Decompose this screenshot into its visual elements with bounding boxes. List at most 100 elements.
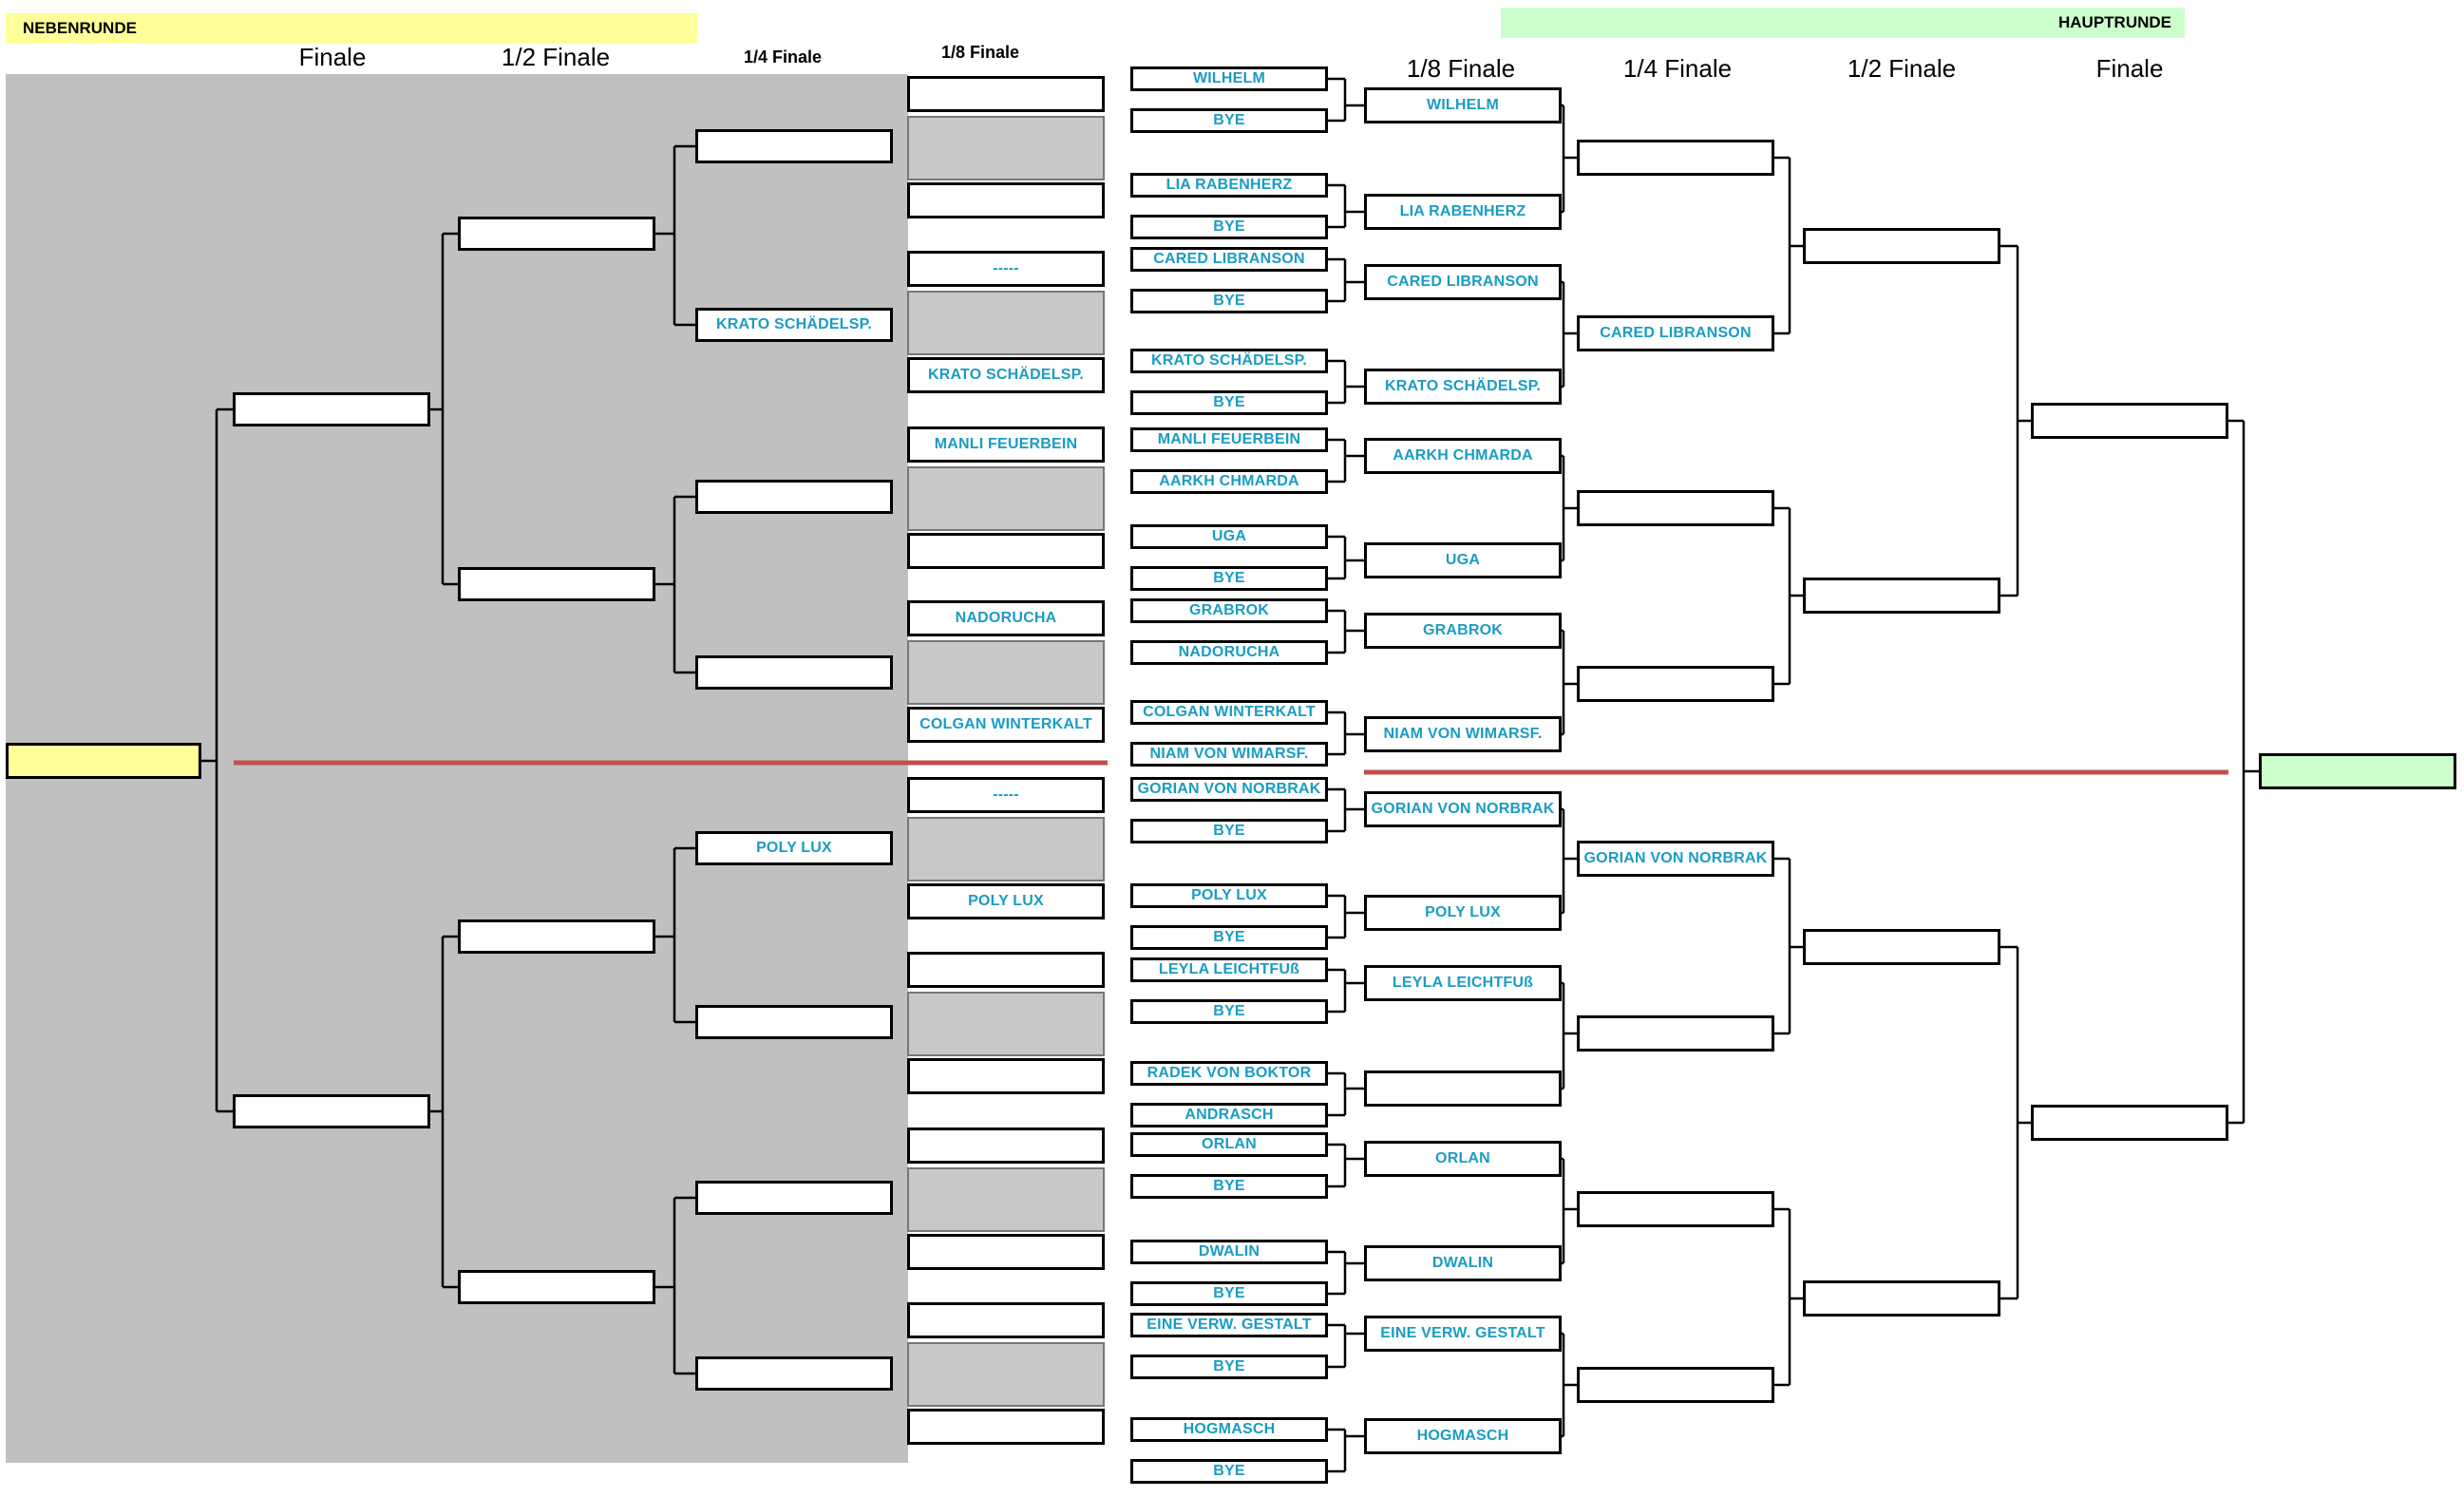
main-eighth-3: CARED LIBRANSON bbox=[1364, 264, 1562, 300]
main-eighth-3-text: CARED LIBRANSON bbox=[1387, 274, 1539, 290]
side-eighth-5-bottom-text: POLY LUX bbox=[968, 893, 1044, 909]
main-pair-14-bottom: BYE bbox=[1130, 1281, 1328, 1306]
main-pair-13-bottom: BYE bbox=[1130, 1174, 1328, 1199]
side-quarter-5-text: POLY LUX bbox=[756, 840, 832, 856]
main-pair-4-top-text: KRATO SCHÄDELSP. bbox=[1150, 352, 1308, 369]
main-pair-2-bottom-text: BYE bbox=[1213, 218, 1245, 235]
main-eighth-1: WILHELM bbox=[1364, 87, 1562, 123]
main-semi-label: 1/2 Finale bbox=[1847, 54, 1957, 83]
main-pair-12-top-text: RADEK VON BOKTOR bbox=[1147, 1065, 1312, 1081]
side-quarter-1 bbox=[695, 129, 893, 163]
side-eighth-1-bottom bbox=[907, 182, 1105, 218]
side-quarter-label: 1/4 Finale bbox=[743, 47, 823, 66]
side-quarter-5: POLY LUX bbox=[695, 831, 893, 865]
main-pair-14-bottom-text: BYE bbox=[1213, 1285, 1245, 1301]
side-eighth-4-filler bbox=[907, 640, 1105, 705]
main-quarter-7 bbox=[1577, 1191, 1774, 1227]
side-final-label: Finale bbox=[298, 43, 367, 71]
main-pair-5-top-text: MANLI FEUERBEIN bbox=[1157, 431, 1301, 447]
main-pair-2-bottom: BYE bbox=[1130, 215, 1328, 239]
main-pair-1-bottom-text: BYE bbox=[1213, 112, 1245, 128]
main-eighth-16: HOGMASCH bbox=[1364, 1418, 1562, 1454]
main-round-title: HAUPTRUNDE bbox=[2058, 13, 2171, 31]
main-pair-9-top: GORIAN VON NORBRAK bbox=[1130, 777, 1328, 802]
side-final-2 bbox=[233, 1094, 430, 1128]
main-pair-11-top-text: LEYLA LEICHTFUß bbox=[1158, 961, 1300, 977]
main-eighth-15-text: EINE VERW. GESTALT bbox=[1380, 1325, 1545, 1341]
main-pair-14-top: DWALIN bbox=[1130, 1240, 1328, 1264]
main-final-1 bbox=[2031, 403, 2228, 439]
main-pair-10-top: POLY LUX bbox=[1130, 883, 1328, 908]
main-pair-2-top-text: LIA RABENHERZ bbox=[1166, 177, 1293, 193]
main-pair-4-bottom-text: BYE bbox=[1213, 394, 1245, 410]
side-eighth-4-top: NADORUCHA bbox=[907, 600, 1105, 636]
main-quarter-5: GORIAN VON NORBRAK bbox=[1577, 841, 1774, 877]
side-quarter-7 bbox=[695, 1181, 893, 1215]
main-pair-16-bottom: BYE bbox=[1130, 1459, 1328, 1484]
main-pair-16-top: HOGMASCH bbox=[1130, 1417, 1328, 1442]
main-pair-10-top-text: POLY LUX bbox=[1191, 887, 1267, 903]
side-semi-1 bbox=[458, 217, 655, 251]
main-eighth-label: 1/8 Finale bbox=[1406, 54, 1516, 83]
main-pair-15-bottom-text: BYE bbox=[1213, 1358, 1245, 1374]
side-round-title: NEBENRUNDE bbox=[23, 19, 137, 37]
side-eighth-1-top bbox=[907, 76, 1105, 112]
side-semi-3 bbox=[458, 919, 655, 954]
main-eighth-14-text: DWALIN bbox=[1431, 1255, 1494, 1271]
main-eighth-9: GORIAN VON NORBRAK bbox=[1364, 791, 1562, 827]
main-eighth-8: NIAM VON WIMARSF. bbox=[1364, 716, 1562, 752]
main-pair-3-bottom: BYE bbox=[1130, 289, 1328, 313]
main-pair-3-top-text: CARED LIBRANSON bbox=[1153, 251, 1305, 267]
main-eighth-7-text: GRABROK bbox=[1422, 622, 1504, 638]
main-quarter-1 bbox=[1577, 140, 1774, 176]
side-eighth-2-bottom-text: KRATO SCHÄDELSP. bbox=[927, 367, 1085, 383]
main-eighth-2-text: LIA RABENHERZ bbox=[1399, 203, 1526, 219]
side-eighth-6-bottom bbox=[907, 1058, 1105, 1094]
main-pair-9-bottom: BYE bbox=[1130, 819, 1328, 843]
side-eighth-3-top: MANLI FEUERBEIN bbox=[907, 426, 1105, 463]
main-pair-5-top: MANLI FEUERBEIN bbox=[1130, 427, 1328, 452]
main-pair-8-bottom: NIAM VON WIMARSF. bbox=[1130, 742, 1328, 767]
main-eighth-7: GRABROK bbox=[1364, 613, 1562, 649]
main-semi-4 bbox=[1803, 1280, 2000, 1317]
main-pair-11-bottom-text: BYE bbox=[1213, 1003, 1245, 1019]
main-eighth-5: AARKH CHMARDA bbox=[1364, 438, 1562, 474]
main-eighth-14: DWALIN bbox=[1364, 1245, 1562, 1281]
main-quarter-8 bbox=[1577, 1367, 1774, 1403]
side-quarter-6 bbox=[695, 1005, 893, 1039]
side-quarter-3 bbox=[695, 480, 893, 514]
main-pair-7-top: GRABROK bbox=[1130, 598, 1328, 623]
main-pair-6-bottom-text: BYE bbox=[1213, 570, 1245, 586]
main-eighth-16-text: HOGMASCH bbox=[1416, 1428, 1509, 1444]
main-eighth-1-text: WILHELM bbox=[1426, 97, 1500, 113]
main-eighth-6-text: UGA bbox=[1445, 552, 1481, 568]
side-quarter-4 bbox=[695, 655, 893, 690]
main-eighth-13-text: ORLAN bbox=[1435, 1150, 1490, 1166]
main-eighth-11-text: LEYLA LEICHTFUß bbox=[1392, 975, 1534, 991]
side-eighth-6-top bbox=[907, 952, 1105, 988]
main-pair-5-bottom-text: AARKH CHMARDA bbox=[1159, 473, 1299, 489]
main-eighth-5-text: AARKH CHMARDA bbox=[1393, 447, 1533, 464]
main-eighth-10: POLY LUX bbox=[1364, 895, 1562, 931]
main-eighth-8-text: NIAM VON WIMARSF. bbox=[1383, 726, 1543, 742]
main-final-2 bbox=[2031, 1105, 2228, 1141]
main-final-label: Finale bbox=[2095, 54, 2164, 83]
side-eighth-2-top-text: ----- bbox=[993, 260, 1019, 276]
main-pair-6-top-text: UGA bbox=[1211, 528, 1247, 544]
main-pair-4-top: KRATO SCHÄDELSP. bbox=[1130, 349, 1328, 373]
main-winner-box bbox=[2259, 753, 2456, 789]
side-eighth-2-filler bbox=[907, 291, 1105, 355]
main-pair-8-bottom-text: NIAM VON WIMARSF. bbox=[1149, 746, 1309, 762]
main-eighth-13: ORLAN bbox=[1364, 1141, 1562, 1177]
main-pair-6-top: UGA bbox=[1130, 524, 1328, 549]
main-pair-3-top: CARED LIBRANSON bbox=[1130, 247, 1328, 272]
main-semi-3 bbox=[1803, 929, 2000, 965]
main-quarter-label: 1/4 Finale bbox=[1622, 54, 1733, 83]
main-quarter-2-text: CARED LIBRANSON bbox=[1600, 325, 1752, 341]
main-pair-8-top: COLGAN WINTERKALT bbox=[1130, 700, 1328, 725]
main-pair-14-top-text: DWALIN bbox=[1198, 1243, 1260, 1260]
side-eighth-1-filler bbox=[907, 116, 1105, 180]
main-pair-1-bottom: BYE bbox=[1130, 108, 1328, 133]
main-eighth-4-text: KRATO SCHÄDELSP. bbox=[1384, 378, 1542, 394]
